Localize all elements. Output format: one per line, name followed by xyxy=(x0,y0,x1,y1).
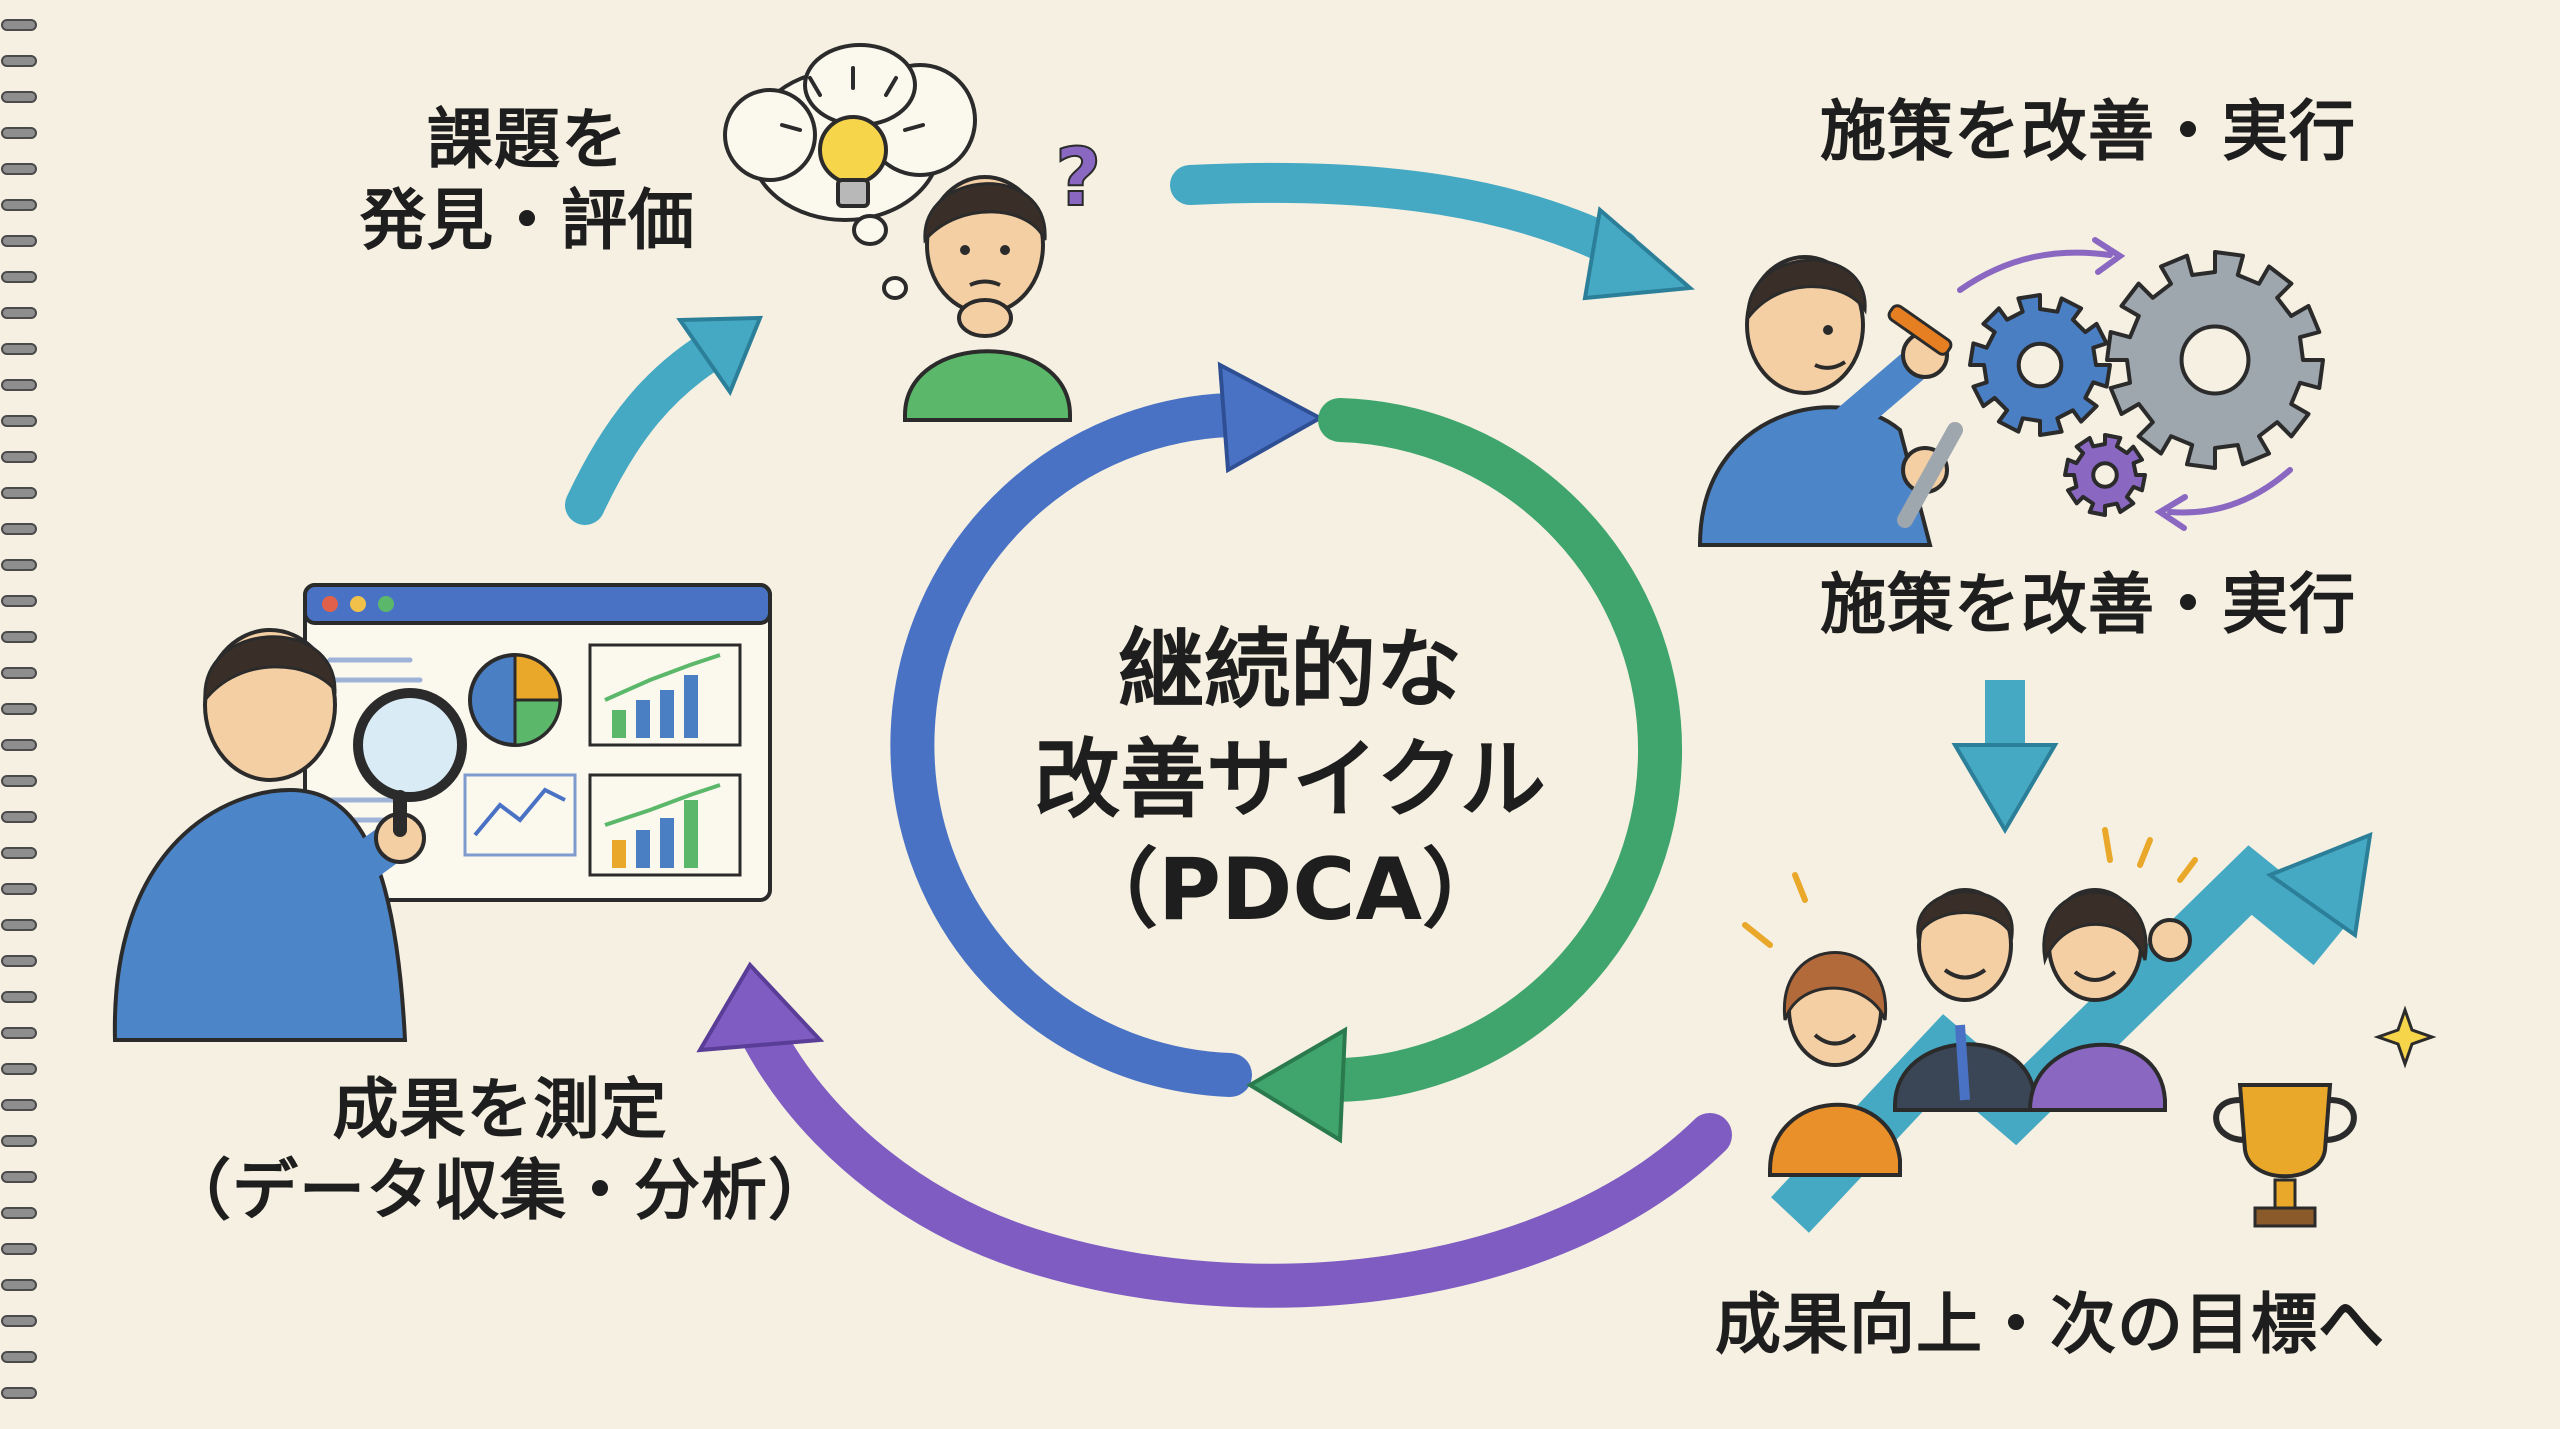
step-discover-line1: 課題を xyxy=(427,101,628,178)
binding-ring xyxy=(1,667,37,679)
binding-ring xyxy=(1,847,37,859)
cycle-arrow-green xyxy=(1298,398,1683,1103)
center-title-line2: 改善サイクル xyxy=(1034,730,1546,831)
arrow-measure-to-discover-head xyxy=(676,315,763,397)
binding-ring xyxy=(1,1207,37,1219)
line-chart-icon xyxy=(463,773,577,857)
arrow-result-to-measure xyxy=(738,1008,1732,1308)
bar-chart-icon-bottom xyxy=(588,773,742,877)
center-title-line3: （PDCA） xyxy=(1071,840,1509,941)
binding-ring xyxy=(1,415,37,427)
sparkle-icon xyxy=(2373,1005,2437,1069)
binding-ring xyxy=(1,883,37,895)
binding-ring xyxy=(1,1387,37,1399)
binding-ring xyxy=(1,343,37,355)
trophy-icon xyxy=(2213,1083,2357,1228)
binding-ring xyxy=(1,487,37,499)
binding-ring xyxy=(1,19,37,31)
binding-ring xyxy=(1,55,37,67)
thinking-person xyxy=(903,175,1072,422)
arrow-discover-to-improve-head xyxy=(1582,206,1695,301)
gear-small-icon xyxy=(2063,433,2147,517)
step-measure-label: 成果を測定 （データ収集・分析） xyxy=(165,1070,835,1231)
center-title-line1: 継続的な xyxy=(1118,620,1462,720)
analyst-dashboard-illustration xyxy=(112,583,772,1042)
binding-ring xyxy=(1,919,37,931)
binding-ring xyxy=(1,1171,37,1183)
binding-ring xyxy=(1,595,37,607)
binding-ring xyxy=(1,559,37,571)
binding-ring xyxy=(1,451,37,463)
step-discover-line2: 発見・評価 xyxy=(360,181,695,259)
binding-ring xyxy=(1,1243,37,1255)
team-person-left xyxy=(1768,951,1902,1177)
gear-blue-icon xyxy=(1968,293,2112,437)
team-success-illustration xyxy=(1742,827,2437,1233)
binding-ring xyxy=(1,1351,37,1363)
binding-ring xyxy=(1,271,37,283)
binding-ring xyxy=(1,163,37,175)
lightbulb-icon xyxy=(780,66,925,208)
arrow-improve-down-head xyxy=(1951,743,2059,834)
binding-ring xyxy=(1,523,37,535)
question-mark-icon: ? xyxy=(1055,131,1101,224)
rotation-arrow-bottom xyxy=(2167,467,2293,516)
rotation-arrow-top xyxy=(1957,249,2113,293)
magnifying-glass-icon xyxy=(353,688,467,837)
center-title: 継続的な 改善サイクル （PDCA） xyxy=(980,615,1600,945)
mechanic-person xyxy=(1697,255,1963,547)
binding-ring xyxy=(1,775,37,787)
binding-ring xyxy=(1,91,37,103)
thinking-person-illustration: ? xyxy=(723,43,1102,422)
dashboard-window xyxy=(303,583,772,902)
thought-bubble xyxy=(723,43,977,300)
binding-ring xyxy=(1,1315,37,1327)
binding-ring xyxy=(1,1099,37,1111)
bar-chart-icon-top xyxy=(588,643,742,747)
notebook-binding xyxy=(1,19,37,1399)
celebration-lines xyxy=(1742,827,2198,948)
binding-ring xyxy=(1,307,37,319)
binding-ring xyxy=(1,631,37,643)
mechanic-gears-illustration xyxy=(1697,237,2325,547)
pie-chart-icon xyxy=(468,653,562,747)
binding-ring xyxy=(1,1027,37,1039)
arrow-measure-to-discover xyxy=(565,325,740,525)
step-discover-label: 課題を 発見・評価 xyxy=(360,100,695,261)
step-improve-mid-label: 施策を改善・実行 xyxy=(1820,566,2356,643)
binding-ring xyxy=(1,1063,37,1075)
cycle-arrows xyxy=(890,361,1683,1144)
cycle-arrow-green-head xyxy=(1246,1026,1348,1144)
step-improve-top-label: 施策を改善・実行 xyxy=(1820,93,2356,170)
binding-ring xyxy=(1,127,37,139)
analyst-person xyxy=(112,628,467,1042)
binding-ring xyxy=(1,235,37,247)
cycle-arrow-blue-head xyxy=(1217,361,1325,474)
binding-ring xyxy=(1,199,37,211)
binding-ring xyxy=(1,379,37,391)
text-lines xyxy=(327,657,423,823)
binding-ring xyxy=(1,703,37,715)
team-person-center xyxy=(1893,888,2037,1112)
cycle-arrow-blue xyxy=(890,392,1277,1097)
binding-ring xyxy=(1,1279,37,1291)
binding-ring xyxy=(1,955,37,967)
team-person-right xyxy=(2027,888,2192,1112)
arrow-discover-to-improve xyxy=(1170,162,1640,270)
outer-arrows xyxy=(565,162,2059,1308)
growth-arrow-head xyxy=(2265,831,2373,939)
binding-ring xyxy=(1,811,37,823)
binding-ring xyxy=(1,1135,37,1147)
binding-ring xyxy=(1,739,37,751)
arrow-result-to-measure-head xyxy=(696,961,825,1053)
step-measure-line1: 成果を測定 xyxy=(332,1071,668,1148)
binding-ring xyxy=(1,991,37,1003)
step-result-label: 成果向上・次の目標へ xyxy=(1715,1286,2385,1363)
gear-large-icon xyxy=(2105,250,2325,470)
wrench-icon xyxy=(1897,422,1963,528)
step-measure-line2: （データ収集・分析） xyxy=(165,1151,835,1229)
